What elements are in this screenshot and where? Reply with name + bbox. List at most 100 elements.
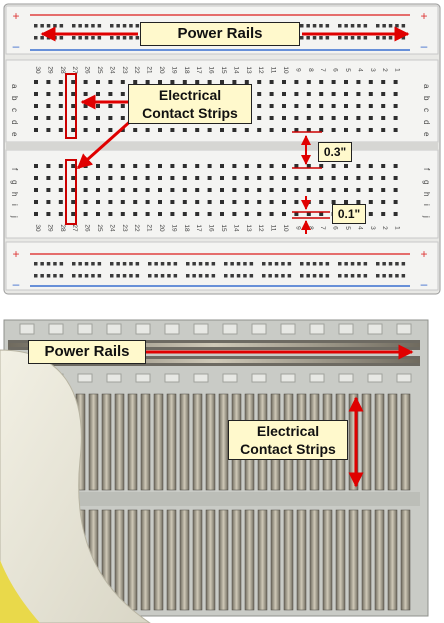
rail-hole — [154, 274, 158, 278]
contact-hole — [356, 80, 361, 84]
contact-hole — [120, 92, 125, 96]
contact-hole — [393, 104, 398, 108]
metal-contact-strip — [205, 509, 216, 611]
metal-contact-strip — [387, 509, 398, 611]
contact-hole — [158, 188, 162, 192]
rail-hole — [230, 262, 234, 266]
column-number: 28 — [59, 224, 66, 232]
contact-hole — [393, 80, 398, 84]
frame-notch — [396, 323, 412, 335]
contact-hole — [71, 164, 76, 168]
rail-hole — [376, 24, 380, 28]
rail-hole — [401, 274, 406, 278]
rail-hole — [129, 24, 133, 28]
rail-hole — [122, 36, 127, 40]
frame-notch — [135, 373, 151, 383]
rail-hole — [129, 262, 133, 266]
rail-hole — [34, 262, 38, 266]
rail-hole — [306, 36, 310, 40]
contact-hole — [269, 92, 274, 96]
rail-hole — [110, 262, 114, 266]
column-number: 1 — [394, 68, 401, 72]
contact-hole — [46, 176, 51, 180]
contact-hole — [344, 164, 348, 168]
contact-hole — [344, 92, 348, 96]
rail-hole — [306, 24, 310, 28]
contact-hole — [220, 188, 224, 192]
row-letter: c — [10, 108, 19, 112]
contact-hole — [282, 128, 286, 132]
row-letter: i — [422, 204, 431, 206]
column-number: 12 — [257, 66, 264, 74]
contact-hole — [319, 116, 324, 120]
column-number: 16 — [208, 224, 215, 232]
contact-hole — [96, 164, 100, 168]
contact-hole — [145, 200, 150, 204]
contact-hole — [71, 80, 76, 84]
rail-hole — [211, 262, 216, 266]
column-number: 15 — [220, 66, 227, 74]
rail-hole — [53, 36, 57, 40]
column-number: 5 — [344, 226, 351, 230]
rail-hole — [300, 274, 304, 278]
contact-hole — [306, 212, 311, 216]
contact-hole — [282, 188, 286, 192]
contact-hole — [294, 116, 299, 120]
contact-hole — [393, 188, 398, 192]
contact-hole — [46, 128, 51, 132]
metal-contact-strip — [296, 509, 307, 611]
contact-hole — [182, 188, 187, 192]
contact-hole — [220, 200, 224, 204]
contact-hole — [207, 80, 212, 84]
contact-hole — [319, 212, 324, 216]
contact-hole — [368, 128, 373, 132]
contact-hole — [381, 80, 386, 84]
rail-hole — [91, 274, 95, 278]
metal-contact-strip — [374, 509, 385, 611]
contact-strips-bottom-line1: Electrical — [256, 423, 320, 439]
frame-notch — [48, 323, 64, 335]
contact-hole — [170, 80, 175, 84]
highlight-strip-top — [65, 73, 77, 139]
rail-hole — [160, 262, 165, 266]
contact-hole — [71, 92, 76, 96]
contact-hole — [282, 176, 286, 180]
rail-hole — [382, 262, 386, 266]
contact-hole — [96, 128, 100, 132]
contact-hole — [344, 176, 348, 180]
rail-sign: – — [13, 39, 20, 53]
contact-hole — [46, 80, 51, 84]
rail-sign: + — [12, 9, 19, 23]
contact-hole — [182, 80, 187, 84]
rail-hole — [167, 274, 171, 278]
contact-hole — [306, 92, 311, 96]
contact-hole — [257, 188, 262, 192]
row-letter: h — [10, 192, 19, 196]
rail-hole — [40, 274, 44, 278]
rail-hole — [97, 262, 102, 266]
rail-hole — [388, 274, 393, 278]
contact-hole — [96, 80, 100, 84]
contact-hole — [269, 116, 274, 120]
contact-hole — [306, 188, 311, 192]
rail-hole — [59, 274, 64, 278]
contact-hole — [195, 128, 200, 132]
column-number: 22 — [133, 66, 140, 74]
contact-hole — [232, 176, 237, 180]
column-number: 17 — [195, 66, 202, 74]
dimension-0-1-label: 0.1" — [332, 204, 366, 224]
contact-hole — [182, 164, 187, 168]
contact-hole — [381, 176, 386, 180]
contact-strips-bottom-line2: Contact Strips — [240, 441, 336, 457]
row-letter: g — [10, 180, 19, 184]
contact-hole — [120, 104, 125, 108]
highlight-strip-bottom — [65, 159, 77, 225]
rail-hole — [135, 36, 140, 40]
rail-hole — [116, 36, 120, 40]
rail-hole — [59, 36, 64, 40]
rail-metal-2 — [8, 359, 420, 363]
column-number: 13 — [245, 66, 252, 74]
contact-hole — [257, 116, 262, 120]
column-number: 22 — [133, 224, 140, 232]
rail-hole — [129, 36, 133, 40]
